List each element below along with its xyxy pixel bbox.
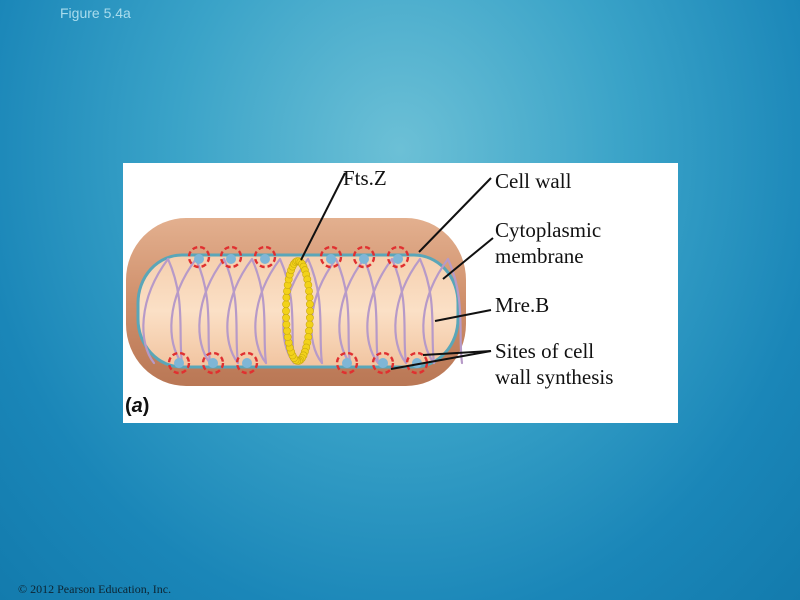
synthesis-site-circle <box>319 245 343 269</box>
synthesis-site-circle <box>187 245 211 269</box>
membrane-leader <box>442 237 494 280</box>
ftsz-bead <box>283 326 291 335</box>
sites-leader-2 <box>390 350 492 370</box>
mreb-helix <box>142 257 464 365</box>
membrane-dot <box>260 254 270 264</box>
cytoplasmic-membrane-label: Cytoplasmic membrane <box>495 218 602 268</box>
synthesis-site-circle <box>167 351 191 375</box>
ftsz-bead <box>305 293 314 302</box>
synthesis-site-circle <box>235 351 259 375</box>
membrane-dot <box>326 254 336 264</box>
ftsz-bead <box>305 287 313 296</box>
mreb-helix-loop <box>198 257 240 365</box>
mreb-helix-loop <box>394 257 436 365</box>
membrane-dot <box>342 358 352 368</box>
mreb-label: Mre.B <box>495 293 550 317</box>
synthesis-site-circle <box>201 351 225 375</box>
ftsz-bead <box>282 320 291 329</box>
copyright-notice: © 2012 Pearson Education, Inc. <box>18 582 172 596</box>
ftsz-bead <box>305 320 314 329</box>
figure-title: Figure 5.4a <box>60 5 131 21</box>
leader-lines <box>300 172 494 370</box>
cytoplasm-shape <box>138 255 458 367</box>
membrane-dot <box>208 358 218 368</box>
synthesis-sites-label: Sites of cell wall synthesis <box>495 339 614 389</box>
membrane-dot <box>242 358 252 368</box>
diagram-panel: Fts.Z Cell wall Cytoplasmic membrane Mre… <box>123 163 678 423</box>
mreb-leader <box>434 309 492 322</box>
membrane-binding-dots <box>174 254 422 368</box>
ftsz-bead <box>282 313 290 322</box>
synthesis-site-circle <box>352 245 376 269</box>
ftsz-bead <box>306 307 314 315</box>
panel-letter: (a) <box>125 395 150 417</box>
synthesis-site-circle <box>253 245 277 269</box>
mreb-helix-loop <box>366 257 408 365</box>
membrane-dot <box>378 358 388 368</box>
ftsz-bead <box>305 313 314 322</box>
mreb-helix-loop <box>226 257 268 365</box>
sites-leader-1 <box>422 350 492 356</box>
synthesis-site-circle <box>386 245 410 269</box>
synthesis-site-circle <box>371 351 395 375</box>
membrane-dot <box>174 358 184 368</box>
membrane-dot <box>359 254 369 264</box>
cell-wall-label: Cell wall <box>495 169 572 193</box>
ftsz-bead <box>282 300 290 309</box>
ftsz-bead <box>282 293 291 302</box>
ftsz-bead <box>282 307 290 315</box>
membrane-shape <box>136 253 460 369</box>
synthesis-site-circle <box>335 351 359 375</box>
ftsz-bead <box>305 300 314 309</box>
cell-wall-leader <box>418 177 492 253</box>
ftsz-leader <box>300 172 346 261</box>
membrane-dot <box>393 254 403 264</box>
synthesis-sites <box>167 245 429 375</box>
mreb-helix-loop <box>338 257 380 365</box>
bacterium-diagram <box>126 172 494 386</box>
membrane-dot <box>226 254 236 264</box>
membrane-dot <box>194 254 204 264</box>
ftsz-label: Fts.Z <box>343 166 387 190</box>
ftsz-ring <box>282 257 314 365</box>
synthesis-site-circle <box>219 245 243 269</box>
